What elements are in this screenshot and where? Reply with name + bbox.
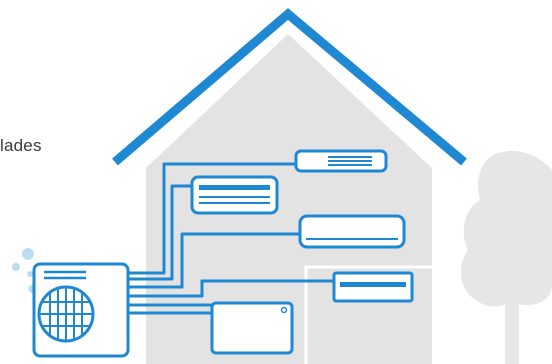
wall-split-icon (298, 214, 406, 249)
tree-silhouette-icon (460, 150, 552, 364)
ceiling-cassette-icon (294, 149, 388, 173)
caption-text: lades (0, 136, 42, 155)
outdoor-condenser-icon (32, 262, 130, 358)
refrigerant-pipes (128, 162, 334, 315)
ducted-unit-icon (332, 271, 414, 303)
wall-split-icon (190, 175, 279, 215)
floor-console-icon (210, 301, 294, 355)
